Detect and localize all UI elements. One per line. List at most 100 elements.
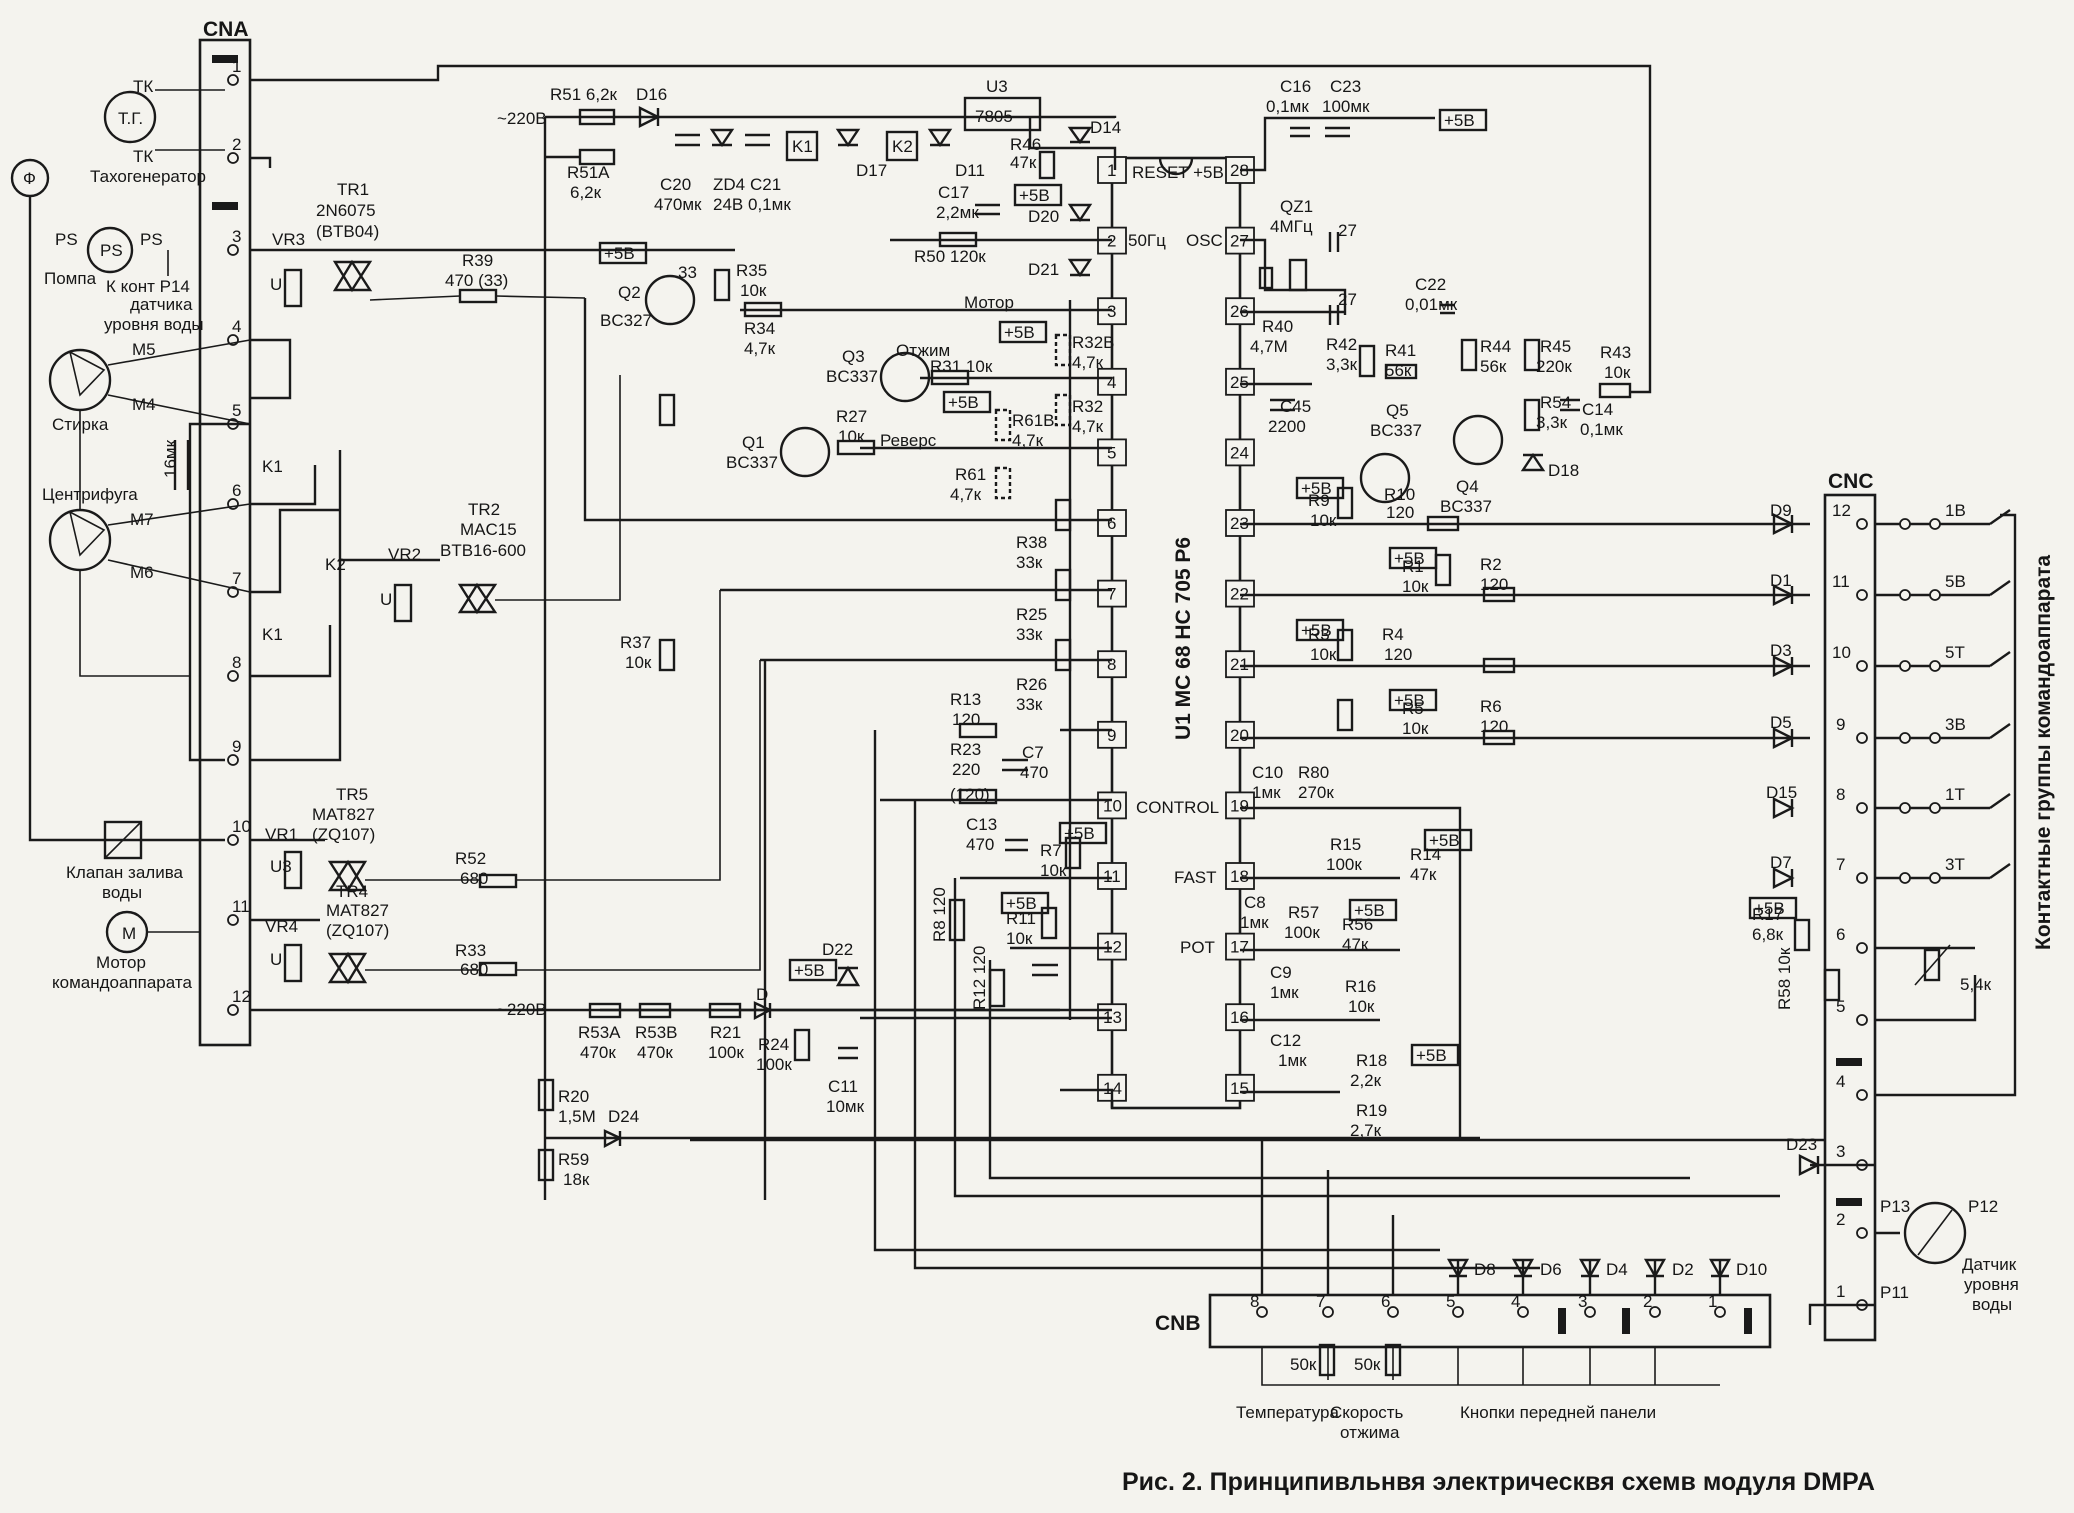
svg-text:470к: 470к xyxy=(637,1043,673,1062)
plus5v-label: +5В xyxy=(1429,831,1460,850)
svg-text:680: 680 xyxy=(460,869,488,888)
components: +5В+5В+5В+5В+5В+5В+5В+5В+5В+5В+5В+5В+5В+… xyxy=(10,89,2011,1377)
pin-label-osc: OSC xyxy=(1186,231,1223,250)
cnc-pin-number: 8 xyxy=(1836,785,1845,804)
plus5v-label: +5В xyxy=(1006,894,1037,913)
cna-pin-number: 4 xyxy=(232,317,241,336)
cna-pin xyxy=(227,1004,239,1016)
svg-text:10мк: 10мк xyxy=(826,1097,865,1116)
pin-label-control: CONTROL xyxy=(1136,798,1219,817)
svg-text:U: U xyxy=(380,590,392,609)
svg-text:R57: R57 xyxy=(1288,903,1319,922)
svg-text:C7: C7 xyxy=(1022,743,1044,762)
cnc-title: CNC xyxy=(1828,470,1874,493)
svg-text:220к: 220к xyxy=(1536,357,1572,376)
plus5v-tag xyxy=(1410,1043,1460,1067)
contact-node xyxy=(1929,872,1941,884)
svg-text:VR2: VR2 xyxy=(388,545,421,564)
ic-pin-right xyxy=(1225,367,1255,396)
svg-text:3,3к: 3,3к xyxy=(1326,355,1358,374)
svg-text:47к: 47к xyxy=(1410,865,1437,884)
svg-text:D20: D20 xyxy=(1028,207,1059,226)
svg-text:U: U xyxy=(270,950,282,969)
svg-text:33к: 33к xyxy=(1016,695,1043,714)
ic-pin-number: 1 xyxy=(1107,161,1116,180)
svg-text:C16: C16 xyxy=(1280,77,1311,96)
svg-text:BC337: BC337 xyxy=(1440,497,1492,516)
svg-text:VR1: VR1 xyxy=(265,825,298,844)
ic-pin-left xyxy=(1097,156,1127,184)
svg-text:D22: D22 xyxy=(822,940,853,959)
wash-motor-symbol xyxy=(48,348,112,412)
svg-text:470 (33): 470 (33) xyxy=(445,271,508,290)
svg-text:C8: C8 xyxy=(1244,893,1266,912)
plus5v-label: +5В xyxy=(1416,1046,1447,1065)
cnb-pin-number: 7 xyxy=(1316,1292,1325,1311)
ic-pin-right xyxy=(1225,1073,1255,1102)
svg-text:D8: D8 xyxy=(1474,1260,1496,1279)
contact-switch xyxy=(1989,793,2011,809)
plus5v-tag xyxy=(1013,183,1063,207)
plus5v-tag xyxy=(1438,108,1488,132)
svg-text:R21: R21 xyxy=(710,1023,741,1042)
plus5v-tag xyxy=(1388,688,1438,712)
svg-text:R11: R11 xyxy=(1006,909,1036,928)
svg-text:1мк: 1мк xyxy=(1270,983,1299,1002)
svg-text:R7: R7 xyxy=(1040,841,1062,860)
svg-text:R5: R5 xyxy=(1402,699,1424,718)
ic-pin-left xyxy=(1097,438,1127,467)
ic-pin-number: 7 xyxy=(1107,585,1116,604)
svg-text:R20: R20 xyxy=(558,1087,589,1106)
svg-text:10к: 10к xyxy=(1604,363,1631,382)
svg-text:K1: K1 xyxy=(792,137,813,156)
svg-text:27: 27 xyxy=(1338,221,1357,240)
cna-title: CNA xyxy=(203,18,249,41)
ic-pin-number: 21 xyxy=(1230,655,1249,674)
svg-text:10к: 10к xyxy=(1402,577,1429,596)
svg-text:50к: 50к xyxy=(1354,1355,1381,1374)
svg-text:MAC15: MAC15 xyxy=(460,520,517,539)
svg-text:R4: R4 xyxy=(1382,625,1404,644)
svg-text:120: 120 xyxy=(1480,717,1508,736)
svg-text:(BTB04): (BTB04) xyxy=(316,222,379,241)
plus5v-label: +5В xyxy=(1444,111,1475,130)
cnc-pin xyxy=(1856,732,1868,744)
svg-text:M4: M4 xyxy=(132,395,156,414)
svg-text:Стирка: Стирка xyxy=(52,415,109,434)
cnc-pin xyxy=(1856,518,1868,530)
contact-switch xyxy=(1989,863,2011,879)
svg-text:R12 120: R12 120 xyxy=(970,946,989,1010)
pin-label-50hz: 50Гц xyxy=(1128,231,1166,250)
svg-text:R17: R17 xyxy=(1752,905,1783,924)
svg-text:Тахогенератор: Тахогенератор xyxy=(90,167,206,186)
ic-pin-left xyxy=(1097,932,1127,961)
cna-pin-number: 1 xyxy=(232,57,241,76)
svg-text:R35: R35 xyxy=(736,261,767,280)
contact-node xyxy=(1899,802,1911,814)
cnb-pin xyxy=(1584,1306,1596,1318)
svg-text:C22: C22 xyxy=(1415,275,1446,294)
phase-symbol xyxy=(10,158,50,198)
ic-pin-number: 12 xyxy=(1103,938,1122,957)
svg-text:P11: P11 xyxy=(1880,1283,1909,1302)
svg-text:R45: R45 xyxy=(1540,337,1571,356)
svg-text:D1: D1 xyxy=(1770,571,1792,590)
cna-pin-number: 8 xyxy=(232,653,241,672)
svg-text:U3: U3 xyxy=(986,77,1008,96)
cnb-pin xyxy=(1517,1306,1529,1318)
ic-pin-right xyxy=(1225,791,1255,820)
contact-label: 3Т xyxy=(1945,855,1965,874)
svg-text:56к: 56к xyxy=(1480,357,1507,376)
svg-text:C23: C23 xyxy=(1330,77,1361,96)
plus5v-label: +5В xyxy=(794,961,825,980)
contact-node xyxy=(1929,732,1941,744)
svg-text:4,7к: 4,7к xyxy=(950,485,982,504)
plus5v-label: +5В xyxy=(604,244,635,263)
pin-label-reset: RESET +5В xyxy=(1132,163,1224,182)
cna-pin-number: 5 xyxy=(232,401,241,420)
